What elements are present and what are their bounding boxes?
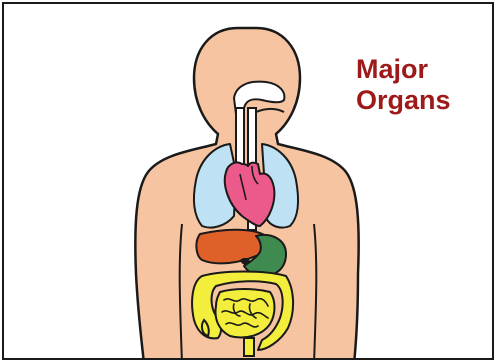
diagram-title: Major Organs — [356, 54, 451, 116]
trachea — [236, 108, 244, 170]
title-line-2: Organs — [356, 85, 451, 116]
title-line-1: Major — [356, 54, 451, 85]
rectum — [244, 338, 254, 356]
